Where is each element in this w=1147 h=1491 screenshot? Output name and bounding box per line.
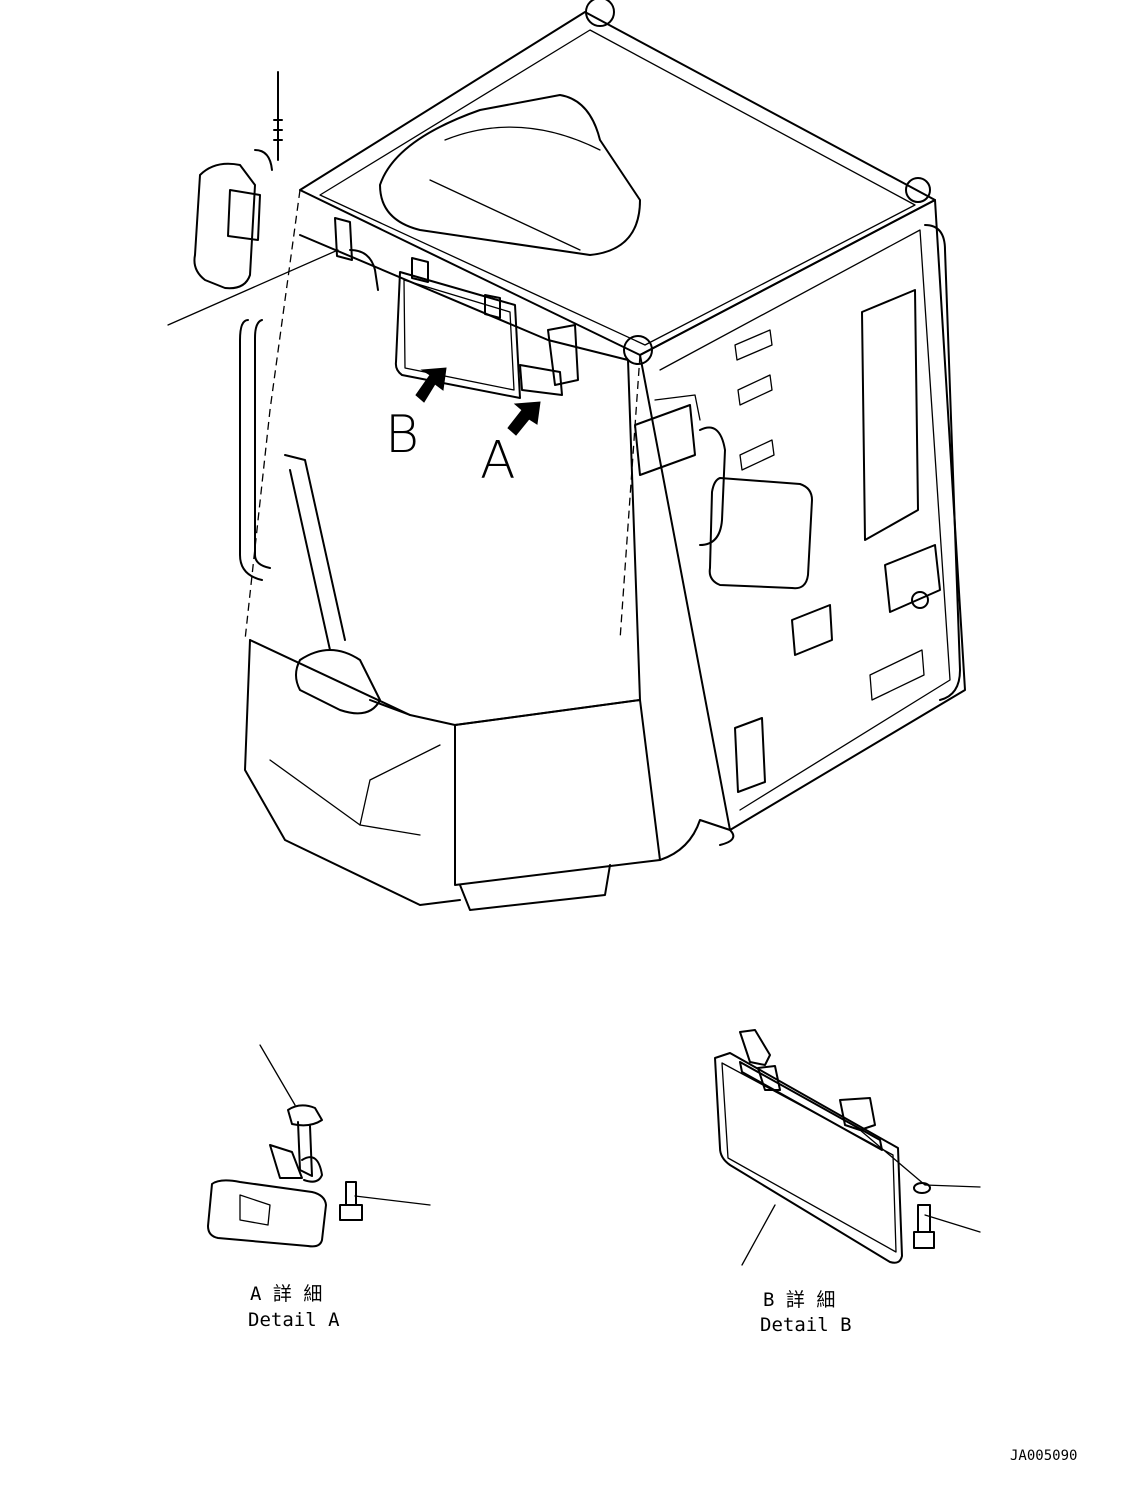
detail-a-title-en: Detail A: [248, 1309, 340, 1331]
callout-b: B: [385, 405, 419, 465]
callout-a: A: [480, 431, 516, 491]
detail-b-title-en: Detail B: [760, 1314, 852, 1336]
view-arrow-b-icon: [415, 367, 447, 403]
detail-b-title-jp: B 詳 細: [763, 1289, 835, 1311]
leader-line: [741, 1204, 776, 1266]
leader-line: [924, 1214, 981, 1233]
sun-visor: [394, 257, 521, 399]
cab-assembly: [193, 0, 966, 911]
view-arrow-a-icon: [507, 401, 541, 436]
leader-line: [167, 249, 339, 326]
drawing-id: JA005090: [1010, 1448, 1077, 1464]
detail-b-drawing: [714, 1029, 935, 1264]
detail-a-title-jp: A 詳 細: [250, 1283, 322, 1305]
detail-a-drawing: [207, 1104, 363, 1248]
leader-line: [259, 1044, 296, 1106]
leader-line: [354, 1195, 431, 1206]
